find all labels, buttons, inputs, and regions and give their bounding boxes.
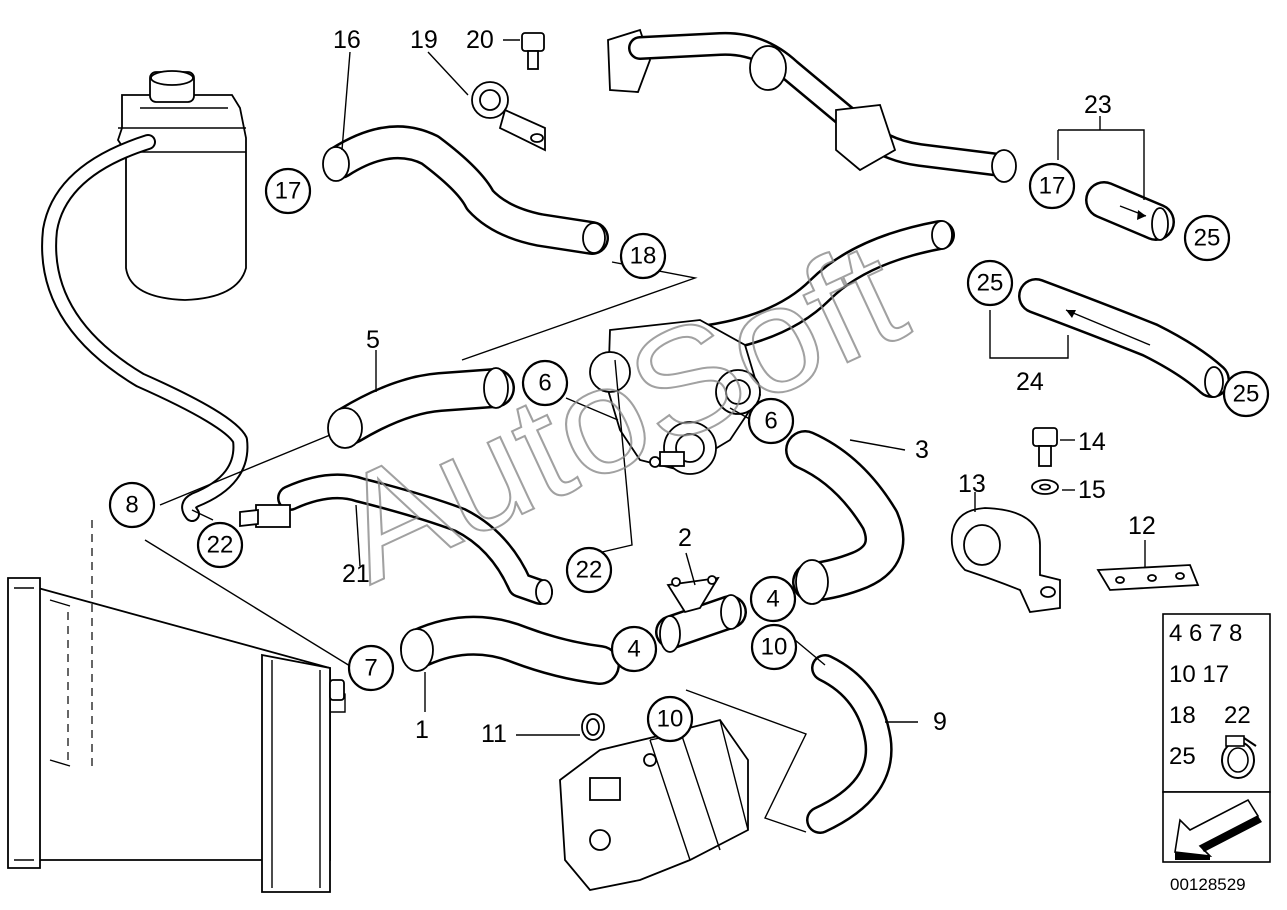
hose-thermostat-upper <box>685 220 955 355</box>
legend-row-1: 4 6 7 8 <box>1169 620 1242 647</box>
bracket-12 <box>1096 564 1200 591</box>
label-3: 3 <box>915 436 929 464</box>
label-19: 19 <box>410 26 438 54</box>
svg-text:25: 25 <box>1194 225 1221 252</box>
hose-clamp-icon <box>1221 735 1257 779</box>
svg-text:25: 25 <box>977 270 1004 297</box>
hose-16 <box>322 125 609 255</box>
label-16: 16 <box>333 26 361 54</box>
label-21: 21 <box>342 560 370 588</box>
callout-6-right: 6 <box>747 397 795 445</box>
label-20: 20 <box>466 26 494 54</box>
hose-24 <box>1018 278 1230 398</box>
label-5: 5 <box>366 326 380 354</box>
clamp-13 <box>950 507 1061 613</box>
label-1: 1 <box>415 716 429 744</box>
label-13: 13 <box>958 470 986 498</box>
legend-row-3: 18 <box>1169 702 1196 729</box>
hose-3 <box>785 430 905 605</box>
callout-7: 7 <box>347 644 395 692</box>
callout-4-left: 4 <box>610 625 658 673</box>
label-14: 14 <box>1078 428 1106 456</box>
legend-box: 4 6 7 8 10 17 18 22 25 <box>1162 613 1271 793</box>
svg-text:22: 22 <box>576 557 603 584</box>
svg-text:10: 10 <box>657 706 684 733</box>
callout-25-middle: 25 <box>966 259 1014 307</box>
thermostat-housing <box>589 319 761 475</box>
svg-text:4: 4 <box>766 586 779 613</box>
label-9: 9 <box>933 708 947 736</box>
label-23: 23 <box>1084 91 1112 119</box>
leader-lines <box>144 39 1146 833</box>
plain-labels: 16 19 20 23 5 3 14 15 13 12 2 21 1 11 9 … <box>333 26 1156 748</box>
label-15: 15 <box>1078 476 1106 504</box>
callout-18: 18 <box>619 232 667 280</box>
svg-text:25: 25 <box>1233 381 1260 408</box>
svg-text:6: 6 <box>764 408 777 435</box>
expansion-tank <box>117 70 247 301</box>
callout-4-right: 4 <box>749 575 797 623</box>
radiator <box>7 520 346 893</box>
svg-text:7: 7 <box>364 655 377 682</box>
label-12: 12 <box>1128 512 1156 540</box>
legend-row-5: 25 <box>1169 743 1196 770</box>
clamp-19 <box>471 81 546 152</box>
label-24: 24 <box>1016 368 1044 396</box>
bolt-14 <box>1032 427 1058 467</box>
svg-text:6: 6 <box>538 370 551 397</box>
legend-row-4: 22 <box>1224 702 1251 729</box>
washer-15 <box>1031 479 1059 495</box>
callout-25-top-right: 25 <box>1183 214 1231 262</box>
o-ring-11 <box>581 713 605 741</box>
callout-6-left: 6 <box>521 359 569 407</box>
svg-text:17: 17 <box>275 178 302 205</box>
svg-text:10: 10 <box>761 634 788 661</box>
vent-hose <box>41 134 249 522</box>
legend-row-2: 10 17 <box>1169 661 1229 688</box>
drawing-number: 00128529 <box>1170 875 1246 894</box>
hose-21 <box>239 473 553 605</box>
callout-22-left: 22 <box>196 521 244 569</box>
arrow-icon <box>1174 798 1260 858</box>
svg-text:8: 8 <box>125 492 138 519</box>
callout-8: 8 <box>108 481 156 529</box>
svg-text:18: 18 <box>630 243 657 270</box>
circled-labels: 17 18 17 25 25 25 6 6 <box>108 162 1270 743</box>
hose-9 <box>806 654 893 834</box>
auxiliary-water-pump <box>559 718 749 891</box>
callout-17-left: 17 <box>264 167 312 215</box>
svg-text:22: 22 <box>207 532 234 559</box>
label-2: 2 <box>678 524 692 552</box>
callout-17-right: 17 <box>1028 162 1076 210</box>
callout-10-lower: 10 <box>646 695 694 743</box>
label-11: 11 <box>481 720 507 748</box>
bolt-20 <box>521 32 545 70</box>
svg-text:17: 17 <box>1039 173 1066 200</box>
arrow-symbol-box <box>1162 791 1271 863</box>
callout-25-lower-right: 25 <box>1222 370 1270 418</box>
hose-5 <box>327 367 515 449</box>
connector-pipe-2 <box>655 575 747 653</box>
coolant-pipe-upper <box>607 28 1017 183</box>
hose-23 <box>1085 181 1175 241</box>
callout-22-center: 22 <box>565 546 613 594</box>
svg-text:4: 4 <box>627 636 640 663</box>
callout-10-upper: 10 <box>750 623 798 671</box>
hose-1 <box>400 615 620 685</box>
